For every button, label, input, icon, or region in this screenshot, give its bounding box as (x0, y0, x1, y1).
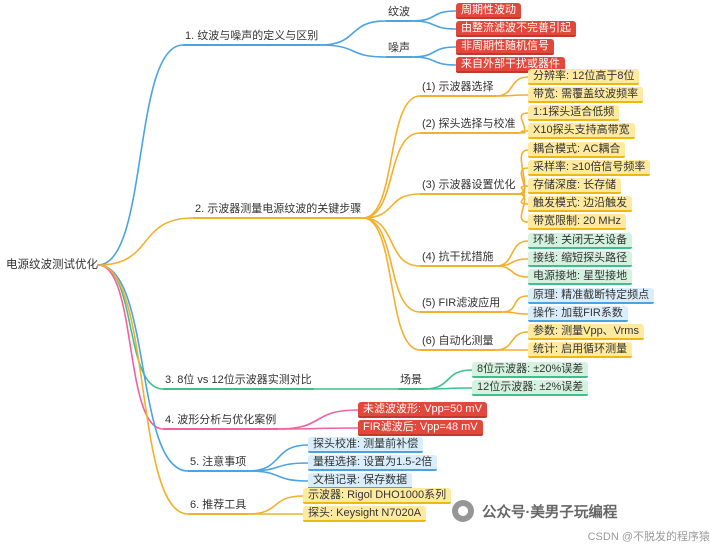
mindmap-topic[interactable]: 4. 波形分析与优化案例 (163, 414, 279, 430)
mindmap-leaf[interactable]: 统计: 启用循环测量 (528, 342, 633, 358)
mindmap-subtopic[interactable]: 纹波 (386, 6, 412, 22)
watermark: 公众号·美男子玩编程 (452, 500, 617, 522)
watermark-brand: 公众号·美男子玩编程 (482, 504, 618, 521)
camera-icon (452, 500, 474, 522)
mindmap-leaf[interactable]: 文档记录: 保存数据 (308, 473, 413, 489)
mindmap-topic[interactable]: 3. 8位 vs 12位示波器实测对比 (163, 374, 314, 390)
mindmap-leaf[interactable]: 环境: 关闭无关设备 (528, 233, 633, 249)
mindmap-leaf[interactable]: 原理: 精准截断特定频点 (528, 288, 655, 304)
mindmap-subtopic[interactable]: (3) 示波器设置优化 (420, 179, 518, 195)
mindmap-leaf[interactable]: 探头: Keysight N7020A (303, 506, 427, 522)
mindmap-leaf[interactable]: 操作: 加载FIR系数 (528, 306, 628, 322)
mindmap-leaf[interactable]: 触发模式: 边沿触发 (528, 196, 633, 212)
mindmap-leaf[interactable]: 电源接地: 星型接地 (528, 269, 633, 285)
mindmap-subtopic[interactable]: 场景 (398, 374, 424, 390)
mindmap-leaf[interactable]: 示波器: Rigol DHO1000系列 (303, 488, 452, 504)
mindmap-leaf[interactable]: 非周期性随机信号 (456, 39, 554, 55)
mindmap-leaf[interactable]: 周期性波动 (456, 3, 521, 19)
mindmap-topic[interactable]: 5. 注意事项 (188, 456, 249, 472)
mindmap-subtopic[interactable]: (2) 探头选择与校准 (420, 118, 518, 134)
mindmap-leaf[interactable]: 接线: 缩短探头路径 (528, 251, 633, 267)
mindmap-leaf[interactable]: 1:1探头适合低频 (528, 105, 620, 121)
mindmap-leaf[interactable]: 参数: 测量Vpp、Vrms (528, 324, 644, 340)
csdn-watermark: CSDN @不脱发的程序猿 (587, 531, 710, 543)
mindmap-subtopic[interactable]: (4) 抗干扰措施 (420, 251, 496, 267)
mindmap-leaf[interactable]: 8位示波器: ±20%误差 (472, 362, 589, 378)
mindmap-topic[interactable]: 1. 纹波与噪声的定义与区别 (183, 30, 321, 46)
mindmap-leaf[interactable]: 12位示波器: ±2%误差 (472, 380, 589, 396)
mindmap-leaf[interactable]: 采样率: ≥10倍信号频率 (528, 160, 651, 176)
mindmap-leaf[interactable]: 存储深度: 长存储 (528, 178, 622, 194)
root-topic[interactable]: 电源纹波测试优化 (6, 259, 98, 271)
mindmap-leaf[interactable]: 探头校准: 测量前补偿 (308, 437, 424, 453)
mindmap-leaf[interactable]: 带宽限制: 20 MHz (528, 214, 627, 230)
mindmap-leaf[interactable]: X10探头支持高带宽 (528, 123, 635, 139)
mindmap-subtopic[interactable]: (6) 自动化测量 (420, 335, 496, 351)
mindmap-leaf[interactable]: 耦合模式: AC耦合 (528, 142, 626, 158)
mindmap-subtopic[interactable]: (5) FIR滤波应用 (420, 297, 503, 313)
mindmap-subtopic[interactable]: 噪声 (386, 42, 412, 58)
mindmap-subtopic[interactable]: (1) 示波器选择 (420, 81, 496, 97)
mindmap-leaf[interactable]: 分辨率: 12位高于8位 (528, 69, 640, 85)
mindmap-leaf[interactable]: 未滤波波形: Vpp=50 mV (358, 402, 487, 418)
mindmap-leaf[interactable]: 由整流滤波不完善引起 (456, 21, 576, 37)
mindmap-leaf[interactable]: 带宽: 需覆盖纹波频率 (528, 87, 644, 103)
mindmap-topic[interactable]: 2. 示波器测量电源纹波的关键步骤 (193, 203, 364, 219)
mindmap-topic[interactable]: 6. 推荐工具 (188, 499, 249, 515)
mindmap-leaf[interactable]: 量程选择: 设置为1.5-2倍 (308, 455, 438, 471)
mindmap-leaf[interactable]: FIR滤波后: Vpp=48 mV (358, 420, 483, 436)
